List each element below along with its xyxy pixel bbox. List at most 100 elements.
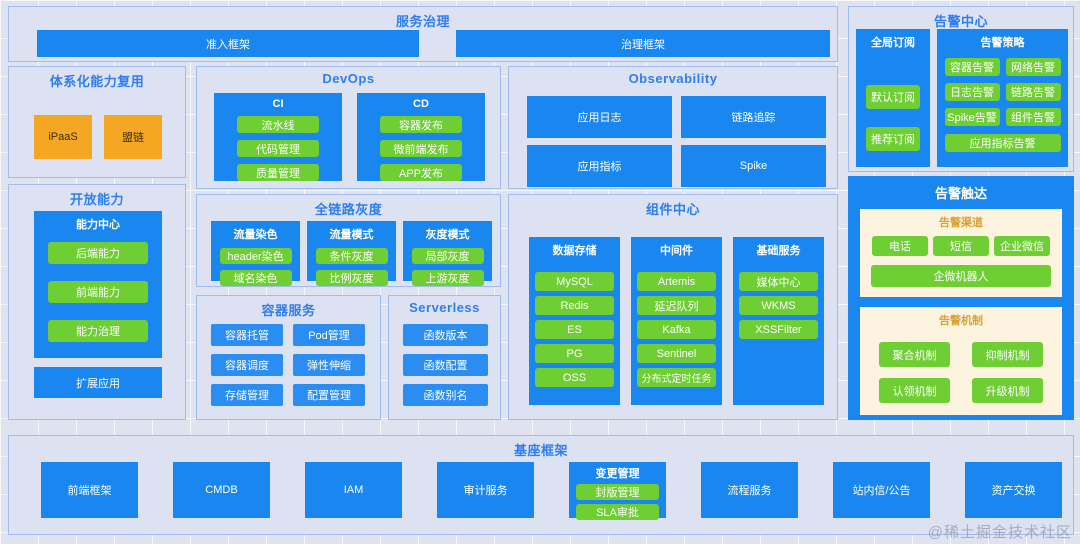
- alert-strategy-item-3[interactable]: 链路告警: [1005, 83, 1061, 101]
- panel-full-link-gray: 全链路灰度 流量染色 header染色 域名染色 流量模式 条件灰度 比例灰度 …: [196, 194, 501, 287]
- alert-mechanism-item-1[interactable]: 抑制机制: [972, 342, 1043, 367]
- base-framework-item-4[interactable]: 流程服务: [701, 462, 798, 518]
- open-capability-extend-app[interactable]: 扩展应用: [34, 367, 162, 398]
- panel-base-framework: 基座框架 前端框架 CMDB IAM 审计服务 变更管理 封版管理 SLA审批 …: [8, 435, 1074, 535]
- component-group-0-item-0[interactable]: MySQL: [535, 272, 614, 291]
- alert-strategy-item-1[interactable]: 网络告警: [1005, 58, 1061, 76]
- observability-title: Observability: [628, 71, 718, 86]
- alert-strategy-item-4[interactable]: Spike告警: [944, 108, 1000, 126]
- observability-item-0[interactable]: 应用日志: [527, 96, 672, 138]
- devops-cd-title: CD: [413, 98, 429, 110]
- component-group-0-item-1[interactable]: Redis: [535, 296, 614, 315]
- service-governance-item-1[interactable]: 治理框架: [456, 30, 830, 57]
- alert-mechanism-item-3[interactable]: 升级机制: [972, 378, 1043, 403]
- container-service-item-5[interactable]: 配置管理: [293, 384, 365, 406]
- component-group-2-item-2[interactable]: XSSFilter: [739, 320, 818, 339]
- alert-channel-item-2[interactable]: 企业微信: [994, 236, 1050, 256]
- panel-component-center: 组件中心 数据存储 MySQL Redis ES PG OSS 中间件 Arte…: [508, 194, 838, 420]
- component-group-2-item-0[interactable]: 媒体中心: [739, 272, 818, 291]
- alert-channel-item-0[interactable]: 电话: [872, 236, 928, 256]
- service-governance-item-0[interactable]: 准入框架: [37, 30, 419, 57]
- panel-capability-reuse: 体系化能力复用 iPaaS 盟链: [8, 66, 186, 178]
- alert-mechanism-item-2[interactable]: 认领机制: [879, 378, 950, 403]
- component-group-base-service: 基础服务 媒体中心 WKMS XSSFilter: [733, 237, 824, 405]
- gray-group-2-item-0[interactable]: 局部灰度: [411, 248, 484, 264]
- alert-mechanism-item-0[interactable]: 聚合机制: [879, 342, 950, 367]
- gray-group-traffic-mode: 流量模式 条件灰度 比例灰度: [307, 221, 396, 286]
- component-group-2-item-1[interactable]: WKMS: [739, 296, 818, 315]
- container-service-title: 容器服务: [261, 303, 316, 318]
- base-framework-item-2[interactable]: IAM: [305, 462, 402, 518]
- devops-cd-item-0[interactable]: 容器发布: [380, 116, 462, 133]
- capability-reuse-item-chain[interactable]: 盟链: [104, 115, 162, 159]
- alert-strategy-wide-item[interactable]: 应用指标告警: [944, 134, 1061, 152]
- component-group-1-item-3[interactable]: Sentinel: [637, 344, 716, 363]
- alert-channel-item-1[interactable]: 短信: [933, 236, 989, 256]
- gray-group-1-item-1[interactable]: 比例灰度: [315, 270, 388, 286]
- gray-group-0-item-0[interactable]: header染色: [219, 248, 292, 264]
- devops-title: DevOps: [322, 71, 375, 86]
- alert-channel-wide-item[interactable]: 企微机器人: [871, 265, 1051, 287]
- component-group-0-item-2[interactable]: ES: [535, 320, 614, 339]
- component-group-data-storage: 数据存储 MySQL Redis ES PG OSS: [529, 237, 620, 405]
- alert-mechanism-title: 告警机制: [939, 315, 983, 327]
- gray-group-traffic-color: 流量染色 header染色 域名染色: [211, 221, 300, 286]
- global-subscription-item-1[interactable]: 推荐订阅: [866, 127, 920, 151]
- container-service-item-1[interactable]: Pod管理: [293, 324, 365, 346]
- base-framework-title: 基座框架: [513, 443, 568, 458]
- alert-strategy-item-5[interactable]: 组件告警: [1005, 108, 1061, 126]
- component-group-1-title: 中间件: [660, 245, 693, 257]
- serverless-item-2[interactable]: 函数别名: [403, 384, 488, 406]
- base-framework-item-5[interactable]: 站内信/公告: [833, 462, 930, 518]
- component-center-title: 组件中心: [645, 202, 700, 217]
- change-management-item-1[interactable]: SLA审批: [576, 504, 659, 520]
- component-group-0-title: 数据存储: [552, 245, 597, 257]
- capability-center-item-1[interactable]: 前端能力: [48, 281, 148, 303]
- panel-open-capability: 开放能力 能力中心 后端能力 前端能力 能力治理 扩展应用: [8, 184, 186, 420]
- gray-group-2-item-1[interactable]: 上游灰度: [411, 270, 484, 286]
- panel-alert-center: 告警中心 全局订阅 默认订阅 推荐订阅 告警策略 容器告警 网络告警 日志告警 …: [848, 6, 1074, 172]
- serverless-item-1[interactable]: 函数配置: [403, 354, 488, 376]
- container-service-item-2[interactable]: 容器调度: [211, 354, 283, 376]
- base-framework-item-6[interactable]: 资产交换: [965, 462, 1062, 518]
- component-group-0-item-4[interactable]: OSS: [535, 368, 614, 387]
- observability-item-3[interactable]: Spike: [681, 145, 826, 187]
- panel-container-service: 容器服务 容器托管 Pod管理 容器调度 弹性伸缩 存储管理 配置管理: [196, 295, 381, 420]
- base-framework-item-3[interactable]: 审计服务: [437, 462, 534, 518]
- base-framework-item-0[interactable]: 前端框架: [41, 462, 138, 518]
- devops-ci-item-1[interactable]: 代码管理: [237, 140, 319, 157]
- devops-cd-item-2[interactable]: APP发布: [380, 164, 462, 181]
- container-service-item-0[interactable]: 容器托管: [211, 324, 283, 346]
- serverless-item-0[interactable]: 函数版本: [403, 324, 488, 346]
- devops-group-ci: CI 流水线 代码管理 质量管理: [214, 93, 342, 181]
- devops-cd-item-1[interactable]: 微前端发布: [380, 140, 462, 157]
- gray-group-1-title: 流量模式: [329, 229, 374, 241]
- gray-group-1-item-0[interactable]: 条件灰度: [315, 248, 388, 264]
- panel-devops: DevOps CI 流水线 代码管理 质量管理 CD 容器发布 微前端发布 AP…: [196, 66, 501, 189]
- alert-strategy-item-0[interactable]: 容器告警: [944, 58, 1000, 76]
- component-group-0-item-3[interactable]: PG: [535, 344, 614, 363]
- component-group-1-item-1[interactable]: 延迟队列: [637, 296, 716, 315]
- capability-reuse-item-ipaas[interactable]: iPaaS: [34, 115, 92, 159]
- global-subscription-item-0[interactable]: 默认订阅: [866, 85, 920, 109]
- observability-item-2[interactable]: 应用指标: [527, 145, 672, 187]
- component-group-1-item-4[interactable]: 分布式定时任务: [637, 368, 716, 387]
- capability-reuse-title: 体系化能力复用: [49, 74, 145, 89]
- container-service-item-4[interactable]: 存储管理: [211, 384, 283, 406]
- observability-item-1[interactable]: 链路追踪: [681, 96, 826, 138]
- base-framework-item-1[interactable]: CMDB: [173, 462, 270, 518]
- component-group-2-title: 基础服务: [756, 245, 801, 257]
- container-service-item-3[interactable]: 弹性伸缩: [293, 354, 365, 376]
- global-subscription-title: 全局订阅: [871, 37, 915, 49]
- capability-center-item-0[interactable]: 后端能力: [48, 242, 148, 264]
- component-group-1-item-0[interactable]: Artemis: [637, 272, 716, 291]
- gray-group-0-item-1[interactable]: 域名染色: [219, 270, 292, 286]
- alert-strategy-item-2[interactable]: 日志告警: [944, 83, 1000, 101]
- serverless-title: Serverless: [409, 300, 480, 315]
- devops-ci-item-0[interactable]: 流水线: [237, 116, 319, 133]
- capability-center-item-2[interactable]: 能力治理: [48, 320, 148, 342]
- component-group-1-item-2[interactable]: Kafka: [637, 320, 716, 339]
- alert-mechanism-panel: 告警机制 聚合机制 抑制机制 认领机制 升级机制: [860, 307, 1062, 415]
- change-management-item-0[interactable]: 封版管理: [576, 484, 659, 500]
- devops-ci-item-2[interactable]: 质量管理: [237, 164, 319, 181]
